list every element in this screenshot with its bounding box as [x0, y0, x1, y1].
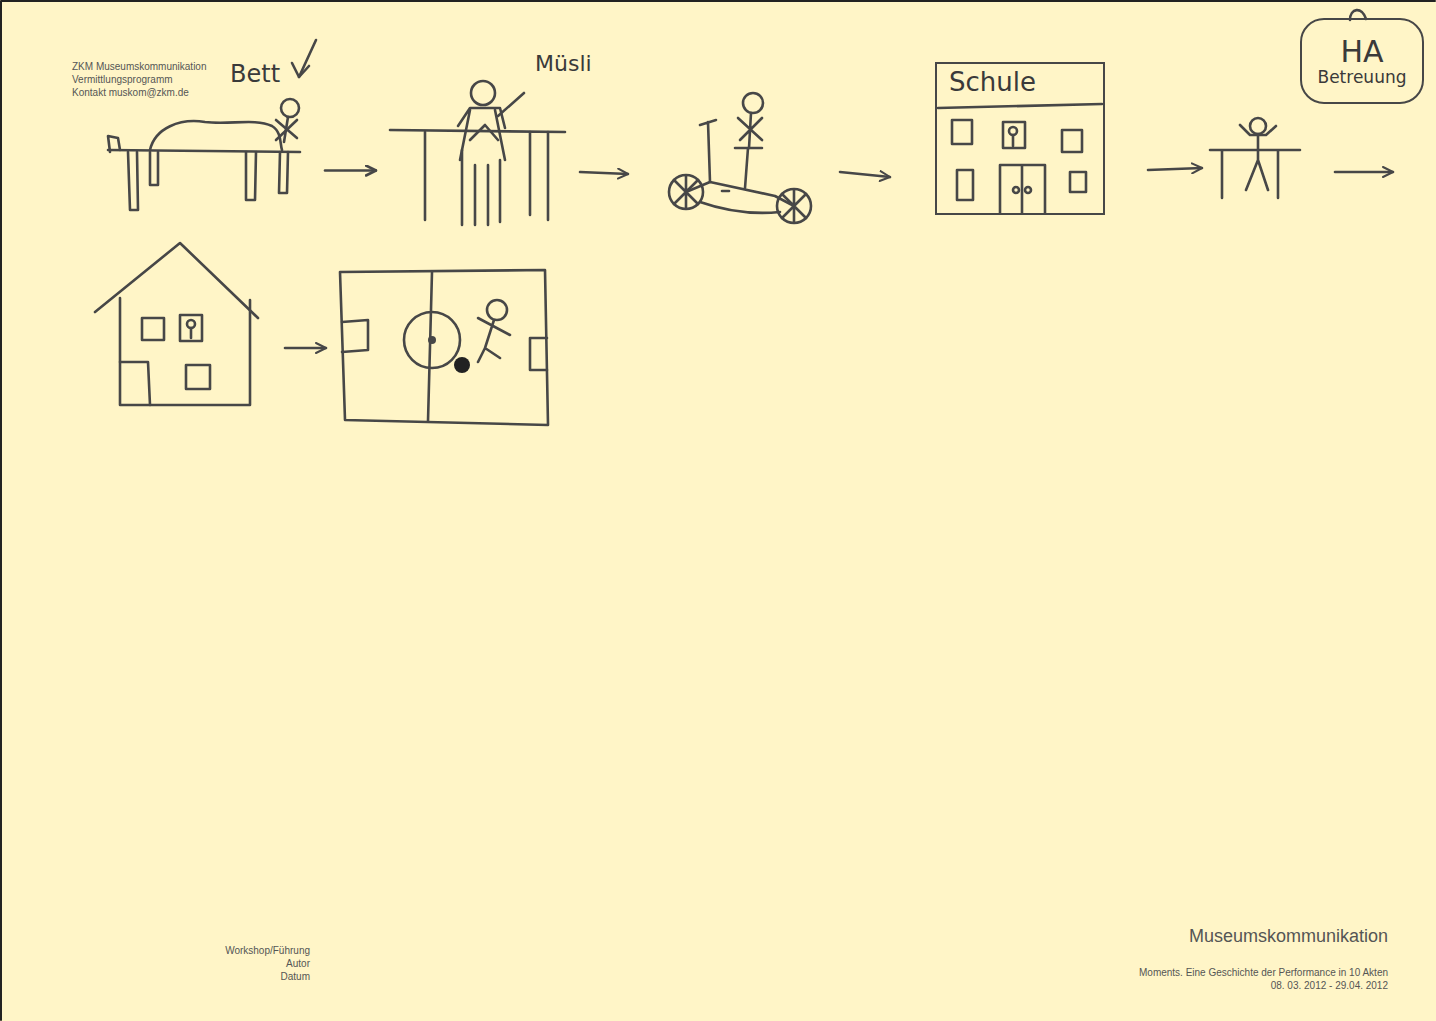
bicycle-drawing	[743, 93, 763, 113]
school-details	[1025, 187, 1031, 193]
school-details	[938, 104, 1102, 108]
school-details	[1003, 122, 1025, 148]
school-details	[1000, 165, 1045, 213]
footer-title: Museumskommunikation	[1189, 926, 1388, 948]
house-drawing	[120, 362, 150, 405]
homework-table-drawing	[1250, 118, 1266, 134]
school-details	[1012, 135, 1015, 146]
header-text: ZKM Museumskommunikation	[72, 61, 206, 73]
school-building: Schule	[935, 62, 1105, 215]
homework-table-drawing	[1210, 150, 1300, 198]
football-field-drawing	[342, 320, 547, 370]
bed-drawing	[108, 136, 120, 152]
homework-table-drawing	[1240, 125, 1276, 190]
football-field-drawing	[478, 318, 510, 362]
bed-drawing	[108, 121, 300, 210]
node-heading: Schule	[949, 68, 1036, 97]
sequence-arrows	[285, 347, 326, 350]
sequence-arrows	[285, 168, 1393, 348]
homework-table-drawing	[1210, 118, 1300, 198]
form-field-label: Datum	[281, 971, 310, 983]
sleeping-figure	[281, 99, 299, 117]
node-text: Betreuung	[1318, 68, 1407, 87]
sleeping-figure	[276, 120, 297, 140]
school-details	[957, 170, 973, 200]
house-drawing	[142, 318, 164, 340]
bicycle-drawing	[722, 190, 729, 193]
bicycle-drawing	[686, 182, 794, 213]
sequence-arrow	[325, 169, 376, 172]
breakfast-table-drawing	[471, 81, 495, 105]
header-text: Vermittlungsprogramm	[72, 74, 173, 86]
football-field-drawing	[340, 270, 548, 425]
bed-drawing	[128, 152, 138, 210]
school-details	[938, 104, 1102, 213]
school-details	[952, 120, 972, 144]
house-drawing	[186, 365, 210, 389]
bed-drawing	[279, 152, 288, 193]
bicycle-drawing	[738, 113, 762, 148]
breakfast-table-drawing	[425, 132, 548, 225]
sequence-arrows	[1148, 168, 1202, 170]
pointer-arrow	[292, 63, 309, 77]
bicycle-drawing	[669, 93, 811, 223]
sequence-arrows	[840, 172, 890, 177]
node-heading: HA	[1340, 35, 1383, 68]
exhibition-title: Moments. Eine Geschichte der Performance…	[1139, 967, 1388, 979]
sequence-arrows	[580, 172, 628, 174]
form-field-label: Autor	[286, 958, 310, 970]
bed-drawing	[150, 121, 282, 150]
header-text: Kontakt muskom@zkm.de	[72, 87, 189, 99]
football-field-drawing	[428, 272, 432, 421]
node-heading: Müsli	[535, 52, 592, 76]
football-field-drawing	[428, 336, 436, 344]
homework-bubble: HABetreuung	[1300, 18, 1424, 104]
football-field-drawing	[487, 300, 507, 320]
sleeping-figure	[276, 99, 299, 142]
exhibition-dates: 08. 03. 2012 - 29.04. 2012	[1271, 980, 1388, 992]
node-heading: Bett	[230, 61, 280, 87]
house-drawing	[180, 315, 202, 341]
sequence-arrows	[1335, 171, 1393, 174]
breakfast-scene: Müsli	[378, 50, 602, 230]
bicycle-drawing	[674, 176, 806, 222]
bed-drawing	[150, 152, 158, 185]
football-field-drawing	[340, 270, 548, 425]
house-drawing	[95, 243, 258, 405]
form-field-label: Workshop/Führung	[225, 945, 310, 957]
football-field-drawing	[454, 357, 470, 373]
pointer-arrow	[299, 40, 316, 77]
school-details	[1013, 187, 1019, 193]
football-field-drawing	[404, 312, 460, 368]
bed-drawing	[246, 152, 256, 200]
school-details	[1070, 172, 1086, 192]
house-drawing	[120, 298, 250, 405]
pointer-arrow	[292, 40, 316, 77]
school-details	[1062, 130, 1082, 152]
breakfast-table-drawing	[390, 81, 565, 225]
house-drawing	[190, 328, 193, 338]
breakfast-table-drawing	[498, 93, 524, 116]
